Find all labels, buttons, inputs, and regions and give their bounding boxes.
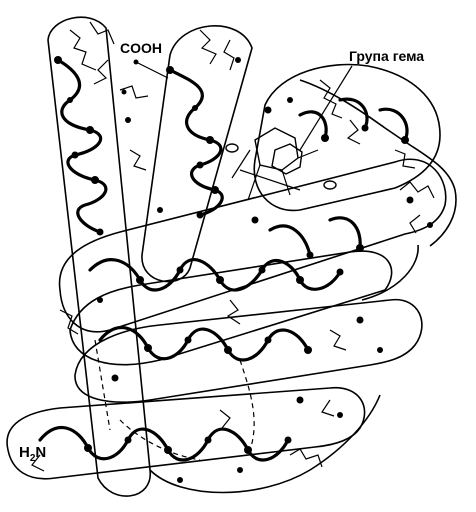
loop-outline-right	[362, 245, 418, 300]
backbone-ribbons	[40, 60, 407, 460]
heme-ring	[226, 128, 336, 200]
helix-tube-a	[48, 17, 150, 496]
helix-tube-g	[254, 65, 440, 211]
helix-tube-b	[142, 26, 252, 282]
loop-outline-bottom	[150, 395, 380, 493]
cooh-label: COOH	[120, 40, 162, 56]
nh2-label-n: N	[35, 444, 46, 461]
heme-group-label: Група гема	[349, 48, 424, 64]
nh2-label: H2N	[19, 444, 46, 464]
nh2-label-h: H	[19, 444, 30, 461]
side-chain-wiggles	[32, 22, 434, 471]
helix-tube-f	[7, 388, 365, 479]
